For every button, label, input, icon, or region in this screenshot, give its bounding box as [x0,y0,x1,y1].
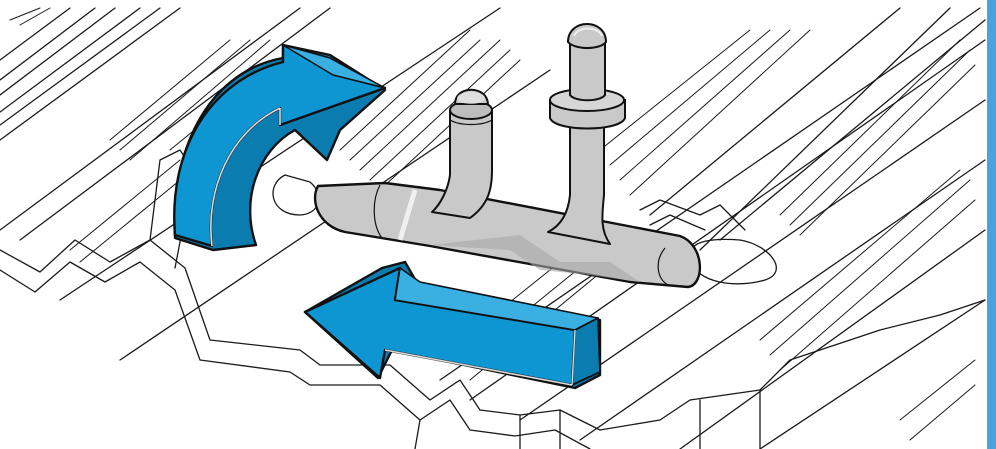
tool-short-pin [431,88,493,219]
push-left-arrow-icon [303,260,602,390]
rail-cross-section [0,239,986,431]
rotate-arrow-icon [173,43,387,252]
tool-tall-pin [547,23,626,245]
tool-shadow [430,235,640,282]
tool-handle [313,181,701,289]
rail-slot-left [272,174,320,216]
rail-slot-right [689,238,777,285]
edge-bar [987,0,996,449]
t-pin-tool-icon [313,23,701,289]
